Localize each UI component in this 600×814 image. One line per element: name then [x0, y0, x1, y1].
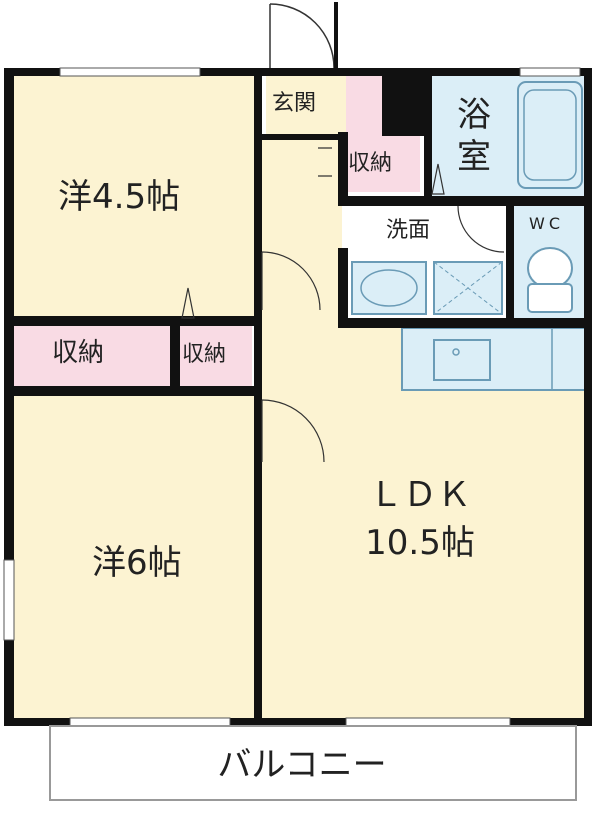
kitchen-counter	[401, 327, 589, 391]
room-western-large-label: 洋6帖	[92, 543, 182, 583]
bath-floor	[430, 74, 588, 196]
windows	[3, 67, 581, 727]
interior-walls	[10, 74, 588, 722]
door-swings	[181, 147, 505, 463]
bath-label-line1: 浴	[457, 95, 491, 135]
storage-mid-label: 収納	[182, 342, 227, 367]
storage-entry-label: 収納	[348, 151, 393, 176]
bathtub	[517, 81, 583, 189]
entrance-door	[269, 2, 338, 70]
kitchen-sink	[433, 339, 491, 381]
balcony-label: バルコニー	[217, 745, 387, 785]
ldk-label-line2: 10.5帖	[365, 523, 475, 563]
storage-mid-floor	[180, 326, 252, 386]
outer-walls	[4, 68, 592, 726]
entrance-label: 玄関	[272, 91, 317, 116]
storage-entry-floor	[344, 136, 420, 192]
bath-label-line2: 室	[457, 137, 491, 177]
hallway-floor	[262, 140, 342, 320]
balcony-outline	[49, 725, 577, 801]
entrance-floor	[266, 74, 346, 140]
entrance-shoe-storage	[346, 74, 382, 136]
western-4.5-floor	[10, 74, 256, 320]
toilet-fixture	[527, 247, 573, 313]
storage-left-floor	[14, 326, 170, 386]
toilet-label: WC	[529, 214, 564, 233]
washroom-label: 洗面	[386, 218, 431, 243]
storage-left-label: 収納	[52, 338, 105, 368]
room-western-small-label: 洋4.5帖	[58, 177, 181, 217]
ldk-label-line1: ＬＤＫ	[369, 475, 471, 515]
western-6-floor	[10, 394, 256, 720]
